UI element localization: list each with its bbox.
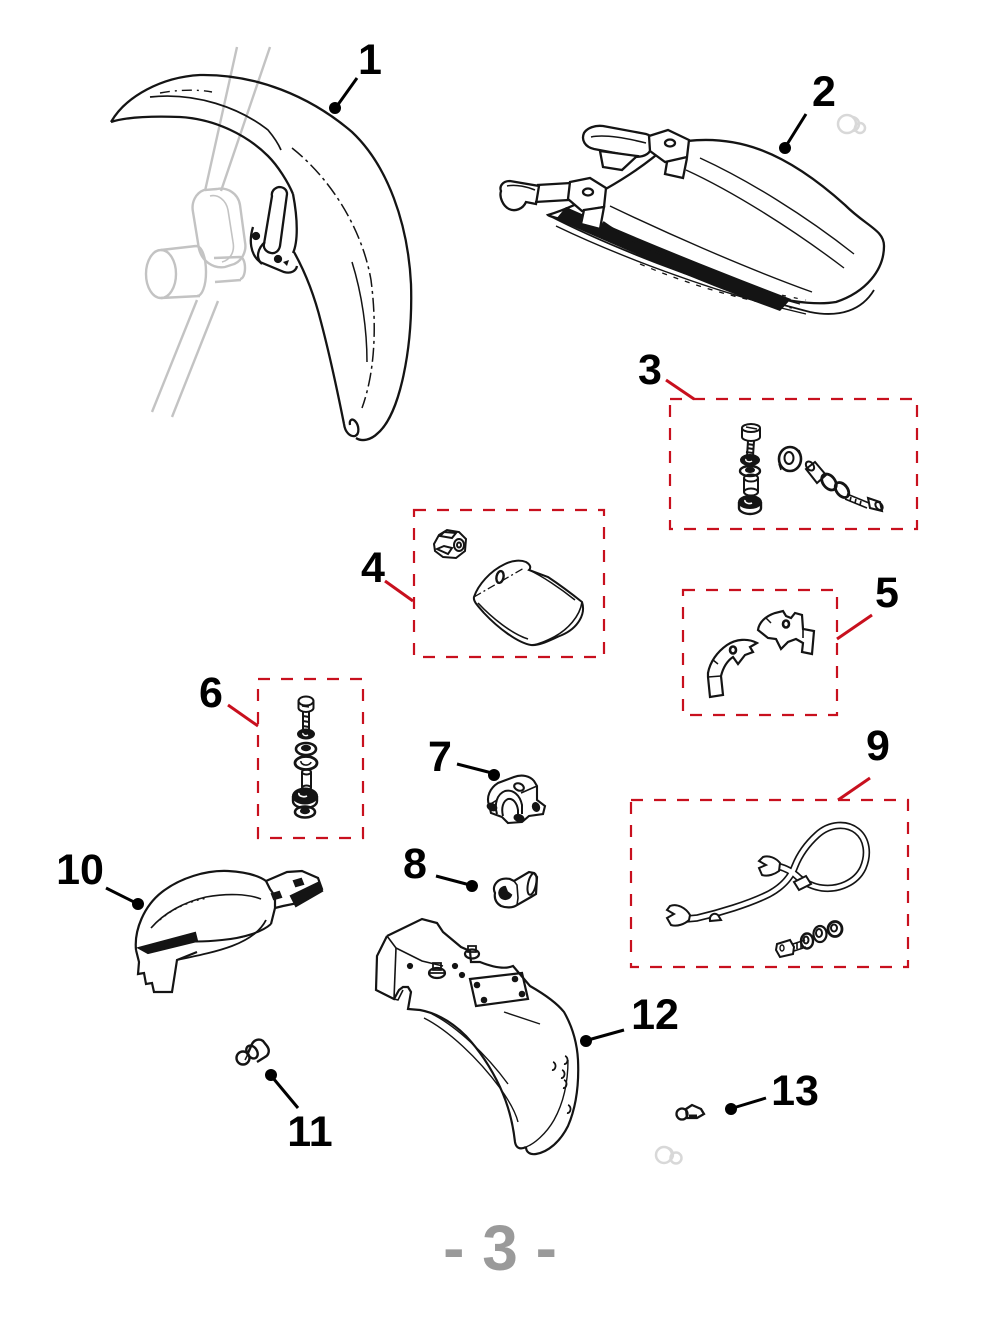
svg-text:2: 2 xyxy=(812,68,836,116)
svg-text:5: 5 xyxy=(875,569,899,617)
svg-text:10: 10 xyxy=(56,846,104,894)
svg-text:13: 13 xyxy=(771,1067,819,1115)
svg-text:4: 4 xyxy=(361,544,385,592)
svg-text:8: 8 xyxy=(403,840,427,888)
svg-text:- 3 -: - 3 - xyxy=(443,1212,557,1284)
svg-text:6: 6 xyxy=(199,669,223,717)
svg-text:7: 7 xyxy=(428,733,452,781)
svg-text:1: 1 xyxy=(358,36,382,84)
svg-text:11: 11 xyxy=(287,1108,332,1156)
svg-text:12: 12 xyxy=(631,991,679,1039)
svg-text:9: 9 xyxy=(866,722,890,770)
svg-text:3: 3 xyxy=(638,346,662,394)
